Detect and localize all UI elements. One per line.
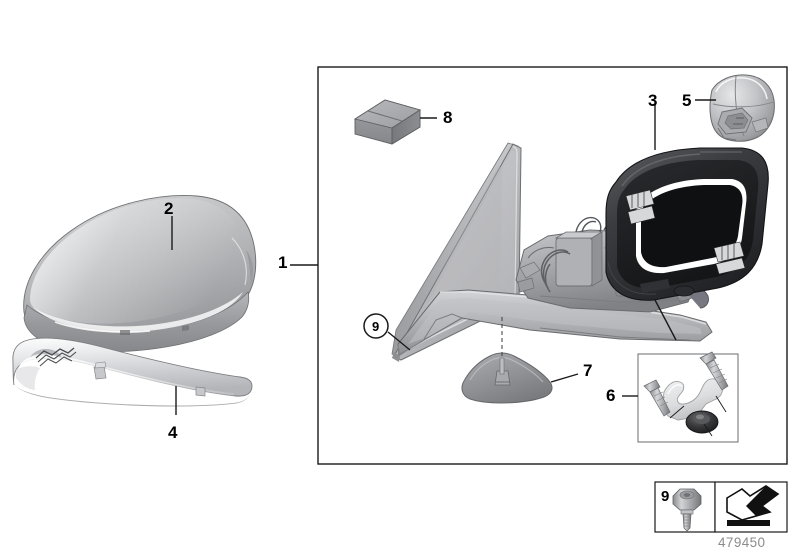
part-base-gasket-illustration (461, 314, 553, 404)
circled-callout-9-bolt[interactable]: 9 (372, 319, 380, 334)
leader-line-7 (550, 373, 579, 383)
diagram-id-label: 479450 (718, 535, 766, 550)
callout-1-mirror-assembly[interactable]: 1 (278, 253, 288, 272)
part-turn-signal-illustration (12, 337, 253, 407)
callout-leader-lines (171, 99, 716, 415)
part-repair-kit-illustration (637, 351, 739, 443)
leader-line-9 (387, 331, 411, 351)
callout-5-mirror-glass-drive[interactable]: 5 (682, 91, 692, 110)
legend-item-hex-bolt-label: 9 (661, 488, 670, 505)
callout-3-mirror-frame[interactable]: 3 (648, 91, 658, 110)
callout-4-turn-signal[interactable]: 4 (168, 423, 178, 442)
part-mirror-base-arm-illustration (397, 289, 713, 356)
part-control-module-illustration (353, 99, 422, 145)
legend-panel-artwork (654, 481, 788, 533)
callout-2-mirror-cap[interactable]: 2 (164, 199, 174, 218)
hex-bolt-icon-art (672, 488, 702, 532)
callout-7-base-gasket[interactable]: 7 (583, 361, 593, 380)
callout-8-control-module[interactable]: 8 (443, 108, 453, 127)
callout-6-repair-kit[interactable]: 6 (606, 386, 616, 405)
circled-callout-9-bubble (363, 313, 389, 339)
leader-line-mechanism (654, 299, 677, 341)
part-actuator-dome-illustration (709, 74, 775, 142)
direction-of-travel-arrow-icon-art (726, 485, 780, 526)
part-mirror-frame-illustration (605, 147, 769, 301)
part-mirror-cap-illustration (23, 195, 257, 353)
